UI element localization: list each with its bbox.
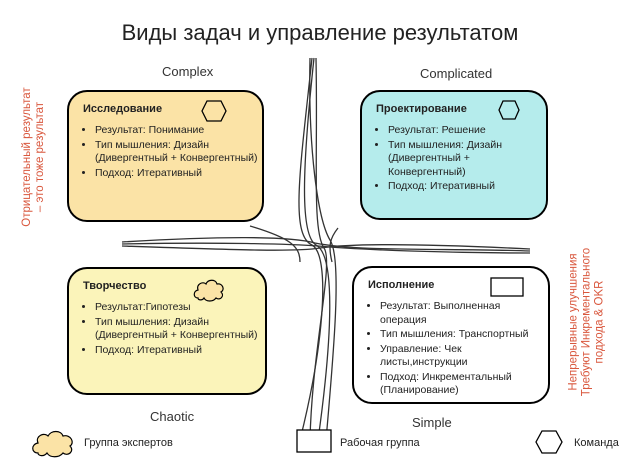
box-execution-title: Исполнение xyxy=(368,279,435,291)
label-simple: Simple xyxy=(412,415,452,430)
legend-team: Команда xyxy=(574,437,619,449)
label-complex: Complex xyxy=(162,64,214,79)
list-item: Подход: Итеративный xyxy=(95,167,262,181)
box-execution-list: Результат: Выполненная операция Тип мышл… xyxy=(368,300,548,399)
box-research-list: Результат: Понимание Тип мышления: Дизай… xyxy=(83,124,262,181)
side-note-right: Непрерывные улучшения Требуют Инкремента… xyxy=(568,248,607,396)
legend-workgroup: Рабочая группа xyxy=(340,437,420,449)
list-item: Результат: Понимание xyxy=(95,124,262,138)
box-research: Исследование Результат: Понимание Тип мы… xyxy=(67,90,264,222)
box-research-title: Исследование xyxy=(83,103,163,115)
list-item: Подход: Итеративный xyxy=(95,344,265,358)
box-design: Проектирование Результат: Решение Тип мы… xyxy=(360,90,548,220)
list-item: Результат:Гипотезы xyxy=(95,301,265,315)
label-complicated: Complicated xyxy=(420,66,493,81)
rectangle-icon xyxy=(296,429,332,453)
cloud-icon xyxy=(193,279,224,302)
side-note-left: Отрицательный результат – это тоже резул… xyxy=(21,87,47,226)
list-item: Тип мышления: Дизайн (Дивергентный + Кон… xyxy=(95,139,262,166)
label-chaotic: Chaotic xyxy=(150,409,195,424)
list-item: Подход: Итеративный xyxy=(388,180,546,194)
list-item: Управление: Чек листы,инструкции xyxy=(380,343,548,370)
list-item: Результат: Выполненная операция xyxy=(380,300,548,327)
list-item: Результат: Решение xyxy=(388,124,546,138)
box-creativity-title: Творчество xyxy=(83,280,147,292)
list-item: Тип мышления: Транспортный xyxy=(380,328,548,342)
hexagon-icon xyxy=(535,430,563,454)
side-note-left-line: Отрицательный результат xyxy=(21,87,33,227)
box-design-list: Результат: Решение Тип мышления: Дизайн … xyxy=(376,124,546,195)
side-note-right-line: Непрерывные улучшения xyxy=(567,253,580,391)
list-item: Тип мышления: Дизайн (Дивергентный + Кон… xyxy=(95,316,265,343)
rectangle-icon xyxy=(490,277,524,297)
list-item: Подход: Инкрементальный (Планирование) xyxy=(380,371,548,398)
cloud-icon xyxy=(32,430,73,458)
box-creativity: Творчество Результат:Гипотезы Тип мышлен… xyxy=(67,267,267,395)
side-note-right-line: подхода & OKR xyxy=(593,280,606,364)
hexagon-icon xyxy=(498,100,520,120)
list-item: Тип мышления: Дизайн (Дивергентный + Кон… xyxy=(388,139,546,180)
crossing-lines xyxy=(121,57,531,441)
box-creativity-list: Результат:Гипотезы Тип мышления: Дизайн … xyxy=(83,301,265,358)
box-design-title: Проектирование xyxy=(376,103,467,115)
side-note-right-line: Требуют Инкрементального xyxy=(580,247,593,397)
page-title: Виды задач и управление результатом xyxy=(121,20,519,45)
legend-experts: Группа экспертов xyxy=(84,437,173,449)
hexagon-icon xyxy=(201,100,227,122)
box-execution: Исполнение Результат: Выполненная операц… xyxy=(352,266,550,404)
side-note-left-line: – это тоже результат xyxy=(34,101,46,213)
